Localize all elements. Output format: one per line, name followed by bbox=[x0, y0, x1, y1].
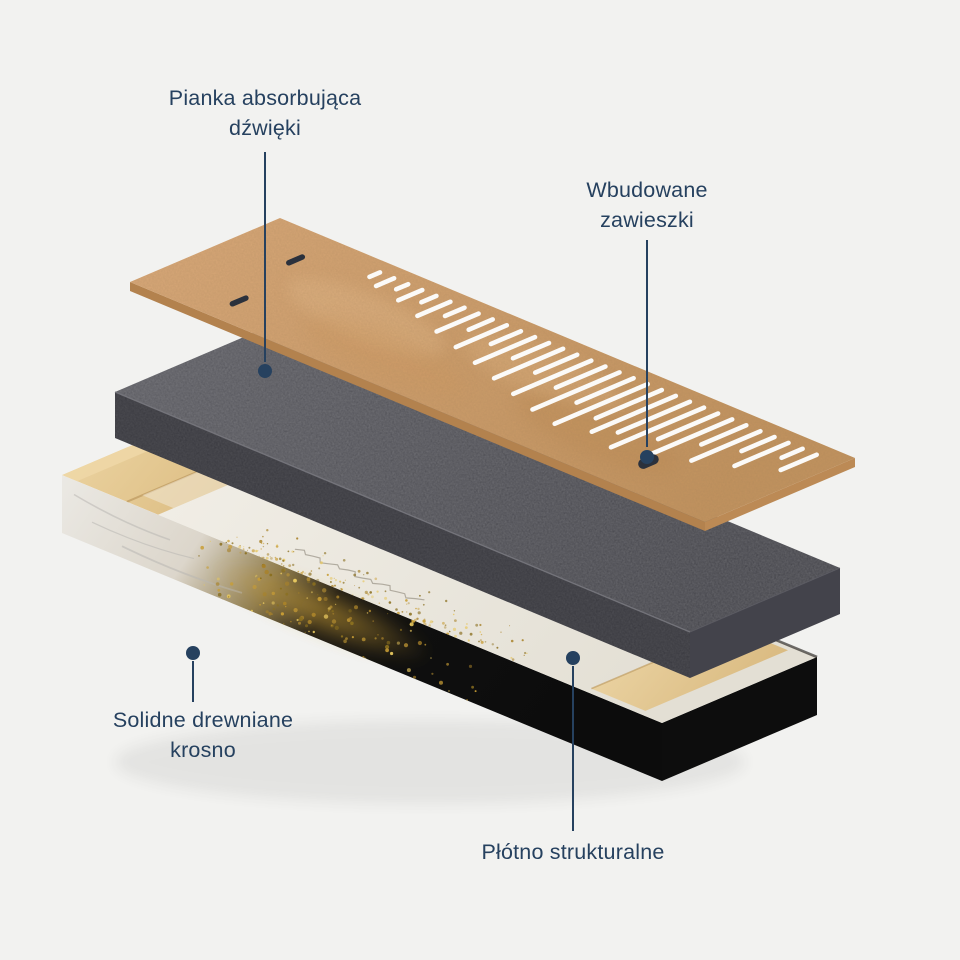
board-right-edge bbox=[705, 458, 855, 531]
canvas-right-edge bbox=[662, 657, 817, 781]
label-solid-wooden-frame: Solidne drewniane krosno bbox=[113, 706, 293, 765]
glitter-specks-top bbox=[225, 529, 528, 661]
label-text: Pianka absorbująca bbox=[168, 86, 362, 110]
foam-texture bbox=[115, 328, 840, 632]
label-text: Płótno strukturalne bbox=[481, 840, 665, 864]
callout-dot-canvas bbox=[566, 651, 580, 665]
callouts bbox=[186, 152, 654, 831]
soundwave-cutouts bbox=[367, 270, 820, 473]
label-text: Solidne drewniane bbox=[112, 708, 294, 732]
foam-layer bbox=[114, 328, 841, 678]
label-text: zawieszki bbox=[600, 207, 694, 232]
keyhole-hanger-front bbox=[229, 295, 249, 307]
board-front-edge bbox=[130, 282, 705, 531]
callout-dot-hangers bbox=[640, 450, 654, 464]
handwritten-print-marks bbox=[294, 548, 425, 601]
label-text: dźwięki bbox=[229, 115, 301, 140]
glitter-glow bbox=[208, 558, 432, 663]
callout-dot-foam bbox=[258, 364, 272, 378]
label-built-in-hangers: Wbudowane zawieszki bbox=[586, 176, 707, 235]
label-structural-canvas: Płótno strukturalne bbox=[481, 838, 664, 868]
label-sound-absorbing-foam: Pianka absorbująca dźwięki bbox=[169, 84, 361, 143]
label-text: krosno bbox=[170, 737, 236, 762]
keyhole-hanger-back bbox=[286, 254, 306, 266]
mdf-board-layer bbox=[130, 218, 855, 531]
callout-dot-frame bbox=[186, 646, 200, 660]
foam-right-edge bbox=[690, 568, 840, 678]
foam-texture bbox=[115, 392, 690, 678]
label-text: Wbudowane bbox=[586, 178, 708, 202]
